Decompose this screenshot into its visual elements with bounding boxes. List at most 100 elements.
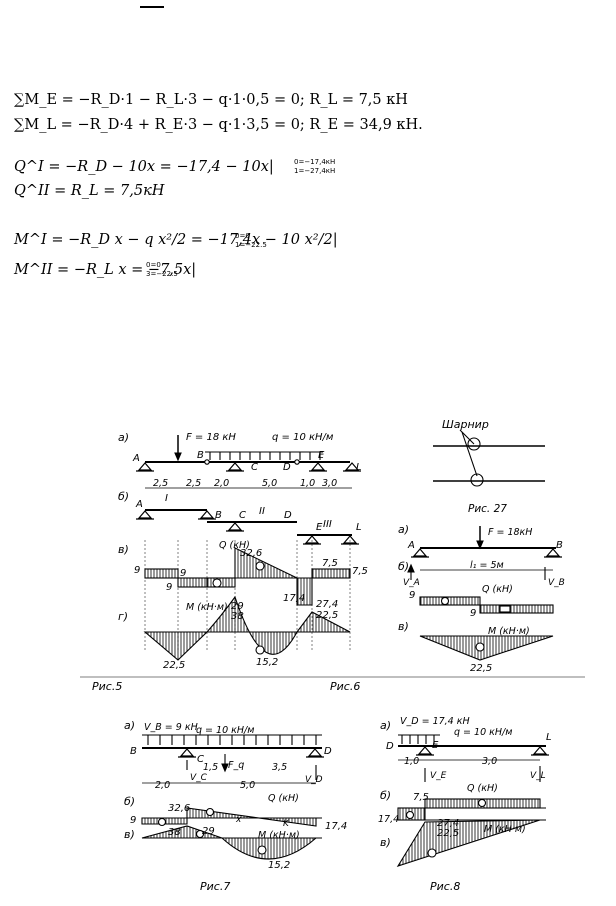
fig6-a: A (407, 540, 415, 551)
fig5-load-arrows (209, 452, 321, 460)
fig5-label-v: в) (118, 543, 129, 556)
fig7-dim-20: 2,0 (155, 780, 170, 791)
fig8-dim-10: 1,0 (404, 756, 419, 767)
fig5-b-support-a: A (135, 499, 143, 510)
fig7-dim-15: 1,5 (203, 762, 218, 773)
fig5-dim-5: 1,0 (300, 478, 315, 489)
fig8-label-a: а) (380, 719, 391, 732)
fig8-q-75: 7,5 (413, 792, 429, 803)
fig6-m-225: 22,5 (470, 663, 492, 674)
fig5-q-val-9c: 9 (166, 582, 172, 593)
moment-1-limits: 0=0 1=−22.5 (235, 232, 267, 250)
fig7-m-29: 29 (202, 826, 215, 837)
moment-2-limit-0: 0=0 (146, 261, 161, 269)
moment-2-limit-1: 3=−22.5 (146, 270, 178, 278)
fig7-load: q = 10 кН/м (196, 725, 254, 736)
fig5-label-a: а) (118, 431, 129, 444)
fig5-support-c: C (251, 462, 258, 473)
fig5-caption: Рис.5 (92, 680, 122, 693)
fig7-label-b: б) (124, 795, 135, 808)
fig7-q-174: 17,4 (325, 821, 347, 832)
fig8-dim-30: 3,0 (482, 756, 497, 767)
fig7-label-v: в) (124, 828, 135, 841)
fig6-m-title: M (кН·м) (488, 626, 530, 637)
fig5-m-val-225: 22,5 (316, 610, 338, 621)
fig7-m-152: 15,2 (268, 860, 290, 871)
fig7-q-326: 32,6 (168, 803, 190, 814)
fig7-vd: V_D (305, 775, 323, 785)
fig5-support-e: E (318, 450, 325, 461)
fig7-q-title: Q (кН) (268, 793, 299, 804)
fig7-m-title: M (кН·м) (258, 830, 300, 841)
fig5-part-2: II (259, 506, 265, 517)
fig7-caption: Рис.7 (200, 880, 230, 893)
fig7-c: C (197, 754, 204, 765)
shear-1-limit-1: 1=−27,4кН (294, 167, 336, 175)
fig5-dim-2: 2,5 (186, 478, 201, 489)
fig5-dim-1: 2,5 (153, 478, 168, 489)
moment-2-limits: 0=0 3=−22.5 (146, 261, 178, 279)
fig7-dim-50: 5,0 (240, 780, 255, 791)
fig8-l: L (546, 732, 552, 743)
fig5-m-val-225b: 22,5 (163, 660, 185, 671)
figure-6: а) F = 18кН A B б) V_A V_B l₁ = 5м Q (кН… (398, 523, 565, 674)
fig8-m-274: 27,4 (437, 818, 459, 829)
fig5-support-a: A (132, 453, 140, 464)
fig7-vc: V_C (190, 773, 208, 783)
fig5-b-support-b: B (215, 510, 222, 521)
shear-1-limit-0: 0=−17,4кН (294, 158, 336, 166)
fig5-q-val-326: 32,6 (240, 548, 262, 559)
fig5-label-g: г) (118, 610, 128, 623)
fig7-x: x (235, 815, 242, 825)
fig5-q-val-174: 17,4 (283, 593, 305, 604)
fig8-vl: V_L (530, 771, 546, 781)
figure-27: Шарнир Рис. 27 (433, 418, 545, 515)
fig27-caption: Рис. 27 (468, 503, 507, 515)
equation-moment-l: ∑M_L = −R_D·4 + R_E·3 − q·1·3,5 = 0; R_E… (14, 117, 423, 133)
fig5-m-val-152: 15,2 (256, 657, 278, 668)
fig7-dim-35: 3,5 (272, 762, 287, 773)
fig7-b: B (130, 746, 137, 757)
fig5-force-label: F = 18 кН (186, 432, 236, 443)
fig5-q-val-9a: 9 (134, 565, 140, 576)
fig5-b-support-d: D (284, 510, 292, 521)
fig6-b: B (556, 540, 563, 551)
fig7-m-38: 38 (168, 827, 181, 838)
fig7-label-a: а) (124, 719, 135, 732)
fig5-force-arrow (174, 452, 182, 461)
fig7-k: K (283, 819, 290, 829)
fig27-label: Шарнир (442, 418, 489, 431)
fig7-vb: V_B = 9 кН (144, 722, 198, 733)
fig5-b-support-e: E (316, 522, 323, 533)
fig8-m-225: 22,5 (437, 828, 459, 839)
top-rule (140, 6, 164, 8)
fig5-dim-4: 5,0 (262, 478, 277, 489)
fig8-q-title: Q (кН) (467, 783, 498, 794)
fig6-va: V_A (403, 578, 420, 588)
fig5-m-val-38: 38 (231, 611, 244, 622)
fig5-q-val-75a: 7,5 (322, 558, 338, 569)
equation-moment-1: M^I = −R_D x − q x²/2 = −17,4x − 10 x²/2… (14, 232, 338, 248)
fig6-caption: Рис.6 (330, 680, 360, 693)
fig6-label-v: в) (398, 620, 409, 633)
fig8-caption: Рис.8 (430, 880, 460, 893)
fig7-d: D (324, 746, 332, 757)
fig5-dim-3: 2,0 (214, 478, 229, 489)
fig5-b-support-c: C (239, 510, 246, 521)
fig7-q-9: 9 (130, 815, 136, 826)
fig6-vb: V_B (548, 578, 565, 588)
fig5-m-val-274: 27,4 (316, 599, 338, 610)
fig7-fq: F_q (228, 760, 244, 771)
fig5-q-val-9b: 9 (180, 568, 186, 579)
fig5-m-title: M (кН·м) (186, 602, 228, 613)
fig8-load: q = 10 кН/м (454, 727, 512, 738)
equation-moment-e: ∑M_E = −R_D·1 − R_L·3 − q·1·0,5 = 0; R_L… (14, 92, 408, 108)
equation-moment-2: M^II = −R_L x = −7,5x| (14, 262, 197, 278)
fig6-q-9a: 9 (409, 590, 415, 601)
fig8-label-b: б) (380, 789, 391, 802)
fig5-label-b: б) (118, 490, 129, 503)
fig6-force-label: F = 18кН (488, 527, 532, 538)
fig6-label-a: а) (398, 523, 409, 536)
figure-5: а) F = 18 кН q = 10 кН/м A B C D E L 2,5… (118, 431, 368, 671)
